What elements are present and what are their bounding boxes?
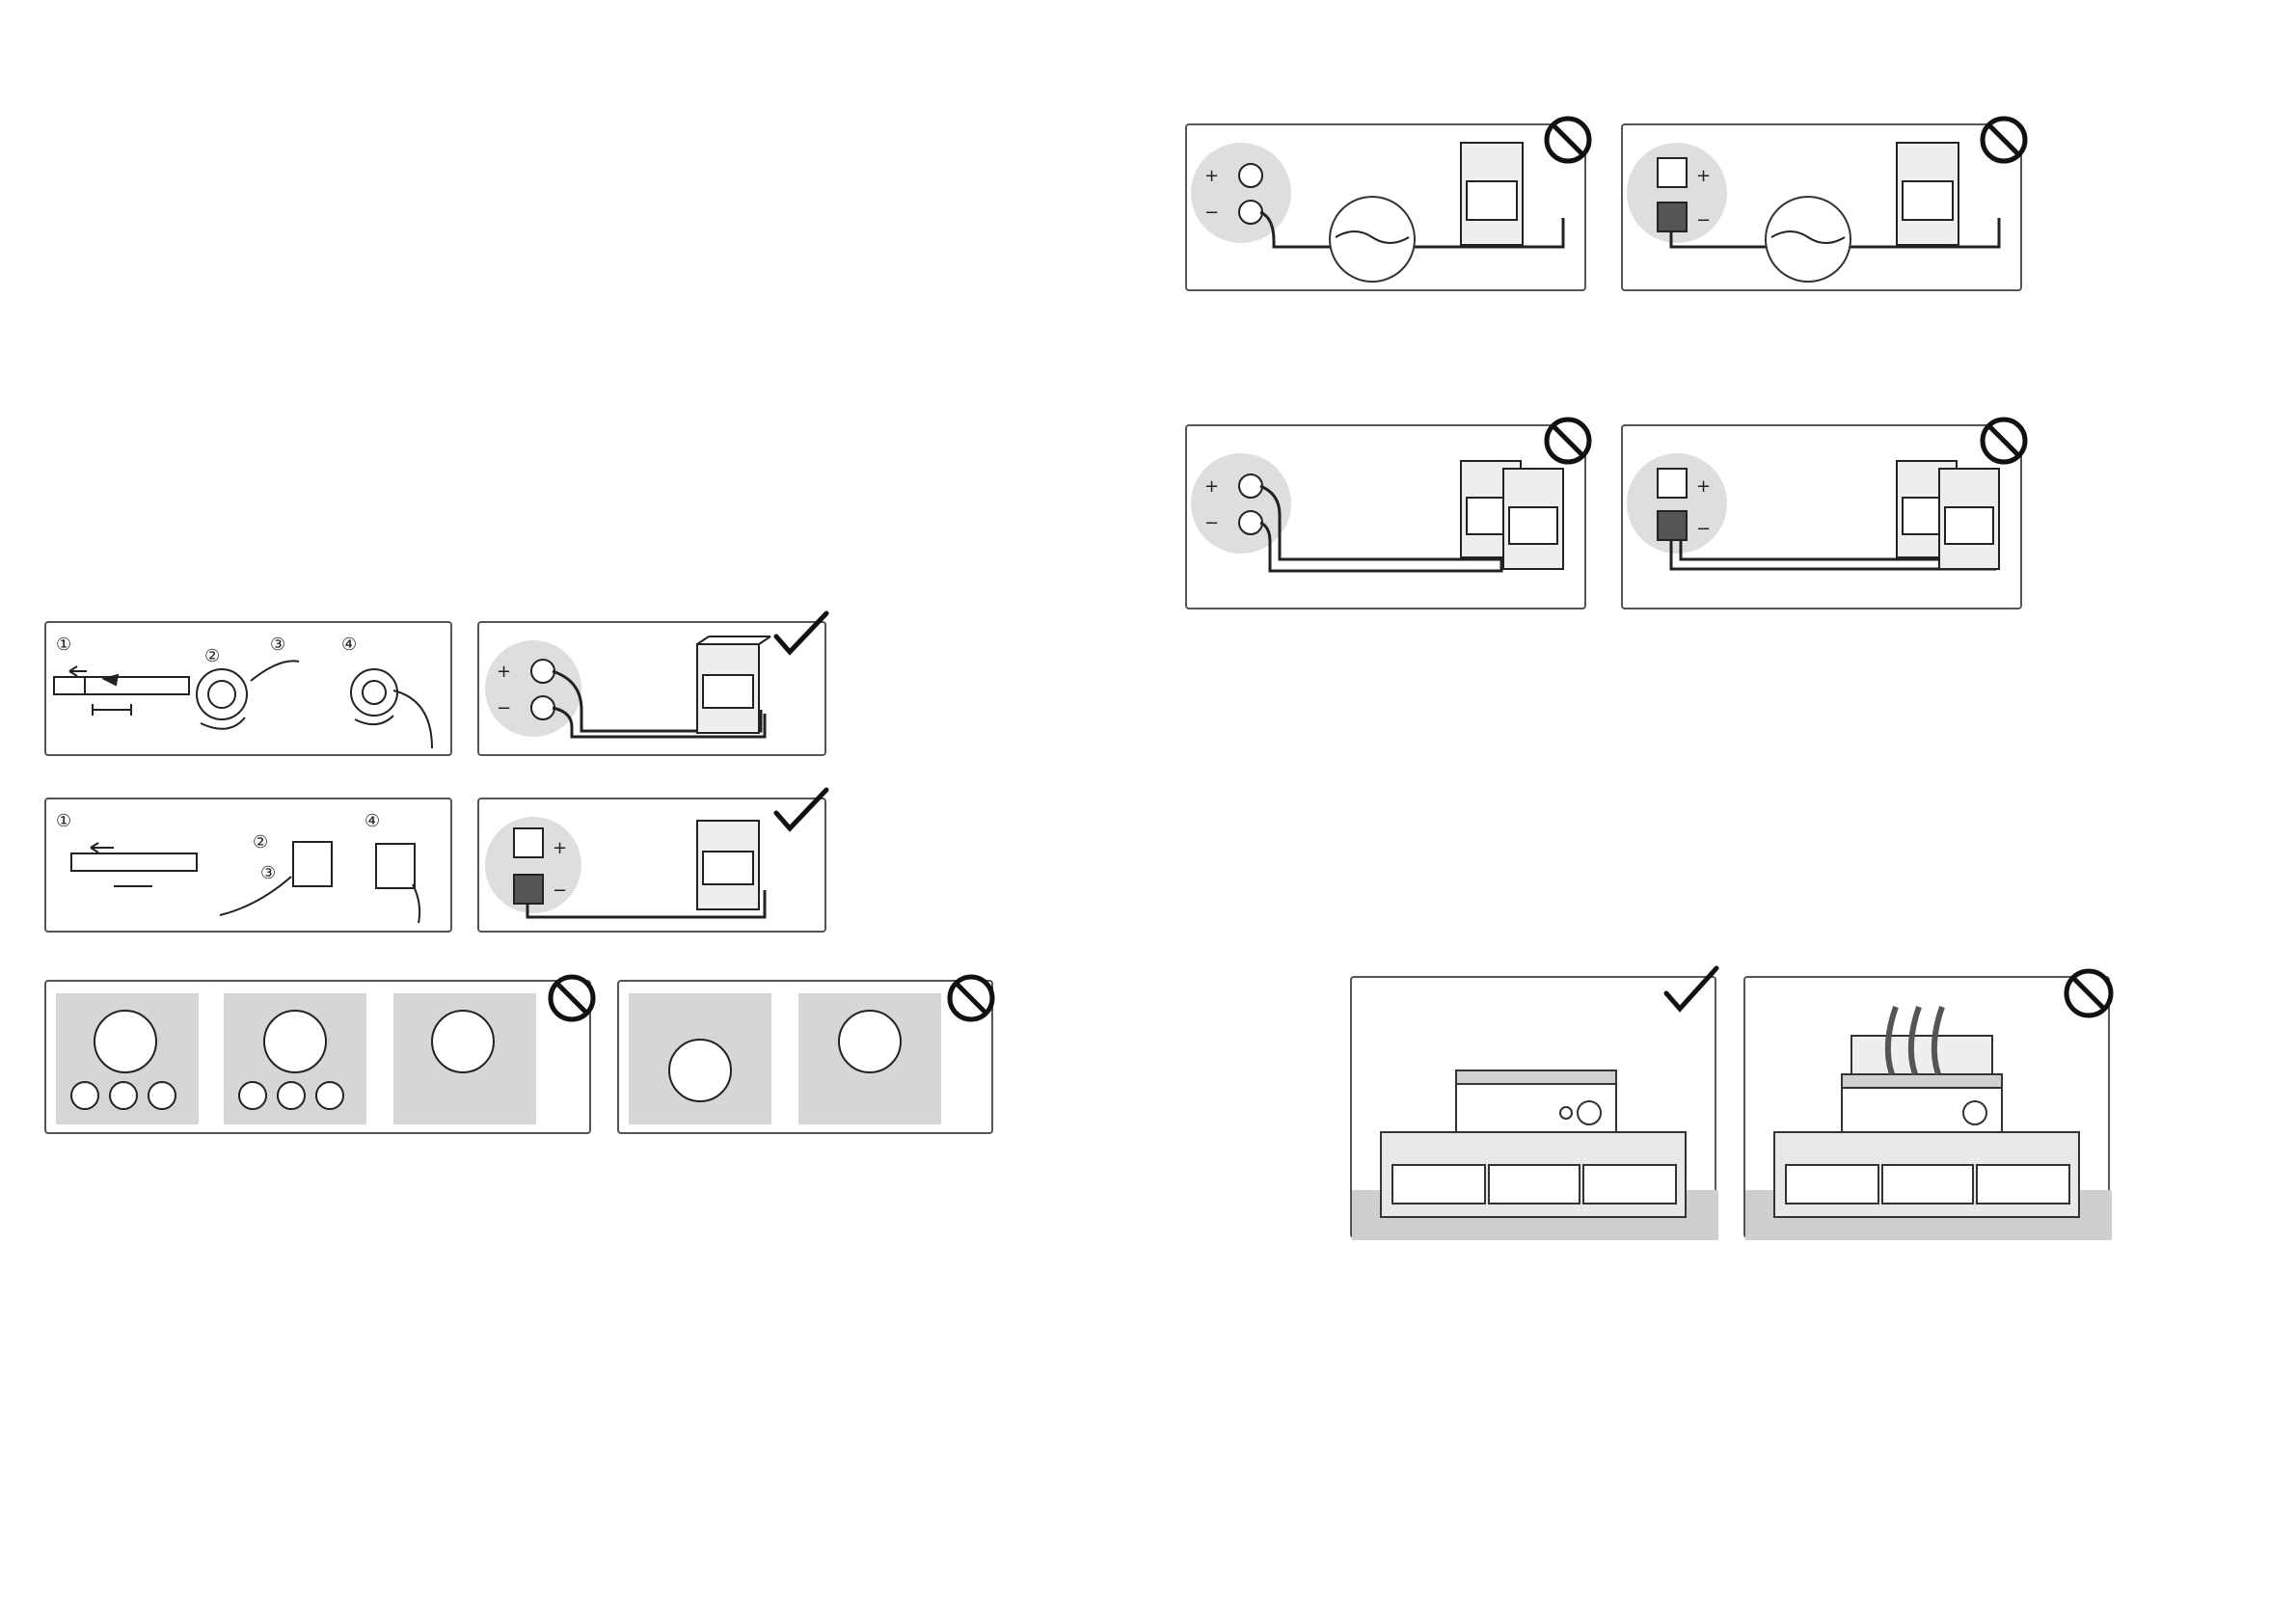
prohibited-icon xyxy=(1542,415,1594,467)
prohibited-icon xyxy=(546,972,598,1024)
speaker-icon xyxy=(697,636,770,733)
tv-stand-icon xyxy=(1774,1132,2079,1217)
receiver-placement-prohibited-panel xyxy=(1743,976,2110,1238)
spring-clip-steps-panel: ① ② ③ ④ xyxy=(44,798,452,933)
plus-sign: + xyxy=(553,838,567,858)
shorted-posts-prohibited-panel xyxy=(44,980,591,1134)
prohibited-icon xyxy=(2062,966,2116,1020)
binding-post-correct-panel: + − xyxy=(477,621,826,756)
step-3-label: ③ xyxy=(260,863,276,883)
speaker-icon xyxy=(1897,143,1958,245)
prohibited-icon xyxy=(945,972,997,1024)
step-2-label: ② xyxy=(253,832,268,853)
spring-clip-terminal-icon xyxy=(220,842,419,923)
prohibited-icon xyxy=(1978,415,2030,467)
minus-sign: − xyxy=(1204,513,1219,533)
minus-sign: − xyxy=(497,698,511,718)
check-mark-icon xyxy=(1662,964,1720,1015)
step-2-label: ② xyxy=(204,646,220,666)
stacked-device-icon xyxy=(1851,1036,1992,1074)
av-receiver-icon xyxy=(1842,1074,2002,1132)
parallel-speakers-spring-clip-illustration: + − xyxy=(1623,426,2024,611)
minus-sign: − xyxy=(1696,210,1711,230)
binding-post-steps-panel: ① ② ③ ④ xyxy=(44,621,452,756)
binding-post-steps-illustration: ① ② ③ ④ xyxy=(46,623,454,758)
tv-stand-icon xyxy=(1381,1132,1686,1217)
frayed-wire-spring-clip-illustration: + − xyxy=(1623,125,2024,293)
plus-sign: + xyxy=(1696,476,1711,497)
step-4-label: ④ xyxy=(365,811,380,831)
plus-sign: + xyxy=(1204,476,1219,497)
receiver-stacked-illustration xyxy=(1745,978,2112,1240)
shorted-posts-illustration xyxy=(46,982,593,1136)
minus-sign: − xyxy=(1204,203,1219,223)
parallel-speakers-binding-post-prohibited-panel: + − xyxy=(1185,424,1586,609)
spring-clip-steps-illustration: ① ② ③ ④ xyxy=(46,799,454,934)
cable-strip-icon xyxy=(54,666,189,716)
check-mark-icon xyxy=(772,609,830,658)
parallel-speakers-binding-post-illustration: + − xyxy=(1187,426,1588,611)
cable-strip-icon xyxy=(71,843,197,886)
binding-post-tightened-icon xyxy=(351,669,432,748)
speaker-icon xyxy=(1503,469,1563,569)
shorted-clips-illustration xyxy=(619,982,995,1136)
speaker-icon xyxy=(1461,143,1523,245)
plus-sign: + xyxy=(1696,166,1711,186)
receiver-on-stand-illustration xyxy=(1352,978,1718,1240)
frayed-wire-binding-post-prohibited-panel: + − xyxy=(1185,123,1586,291)
check-mark-icon xyxy=(772,786,830,834)
step-3-label: ③ xyxy=(270,635,285,655)
shorted-clips-prohibited-panel xyxy=(617,980,993,1134)
frayed-wire-binding-post-illustration: + − xyxy=(1187,125,1588,293)
parallel-speakers-spring-clip-prohibited-panel: + − xyxy=(1621,424,2022,609)
binding-post-knob-icon xyxy=(197,661,299,728)
step-1-label: ① xyxy=(56,811,71,831)
prohibited-icon xyxy=(1978,114,2030,166)
spring-clip-correct-panel: + − xyxy=(477,798,826,933)
receiver-placement-correct-panel xyxy=(1350,976,1716,1238)
prohibited-icon xyxy=(1542,114,1594,166)
minus-sign: − xyxy=(1696,519,1711,539)
minus-sign: − xyxy=(553,880,567,901)
av-receiver-icon xyxy=(1456,1070,1616,1132)
speaker-icon xyxy=(1939,469,1999,569)
step-1-label: ① xyxy=(56,635,71,655)
plus-sign: + xyxy=(1204,166,1219,186)
frayed-wire-spring-clip-prohibited-panel: + − xyxy=(1621,123,2022,291)
plus-sign: + xyxy=(497,662,511,682)
speaker-icon xyxy=(697,821,759,909)
step-4-label: ④ xyxy=(341,635,357,655)
